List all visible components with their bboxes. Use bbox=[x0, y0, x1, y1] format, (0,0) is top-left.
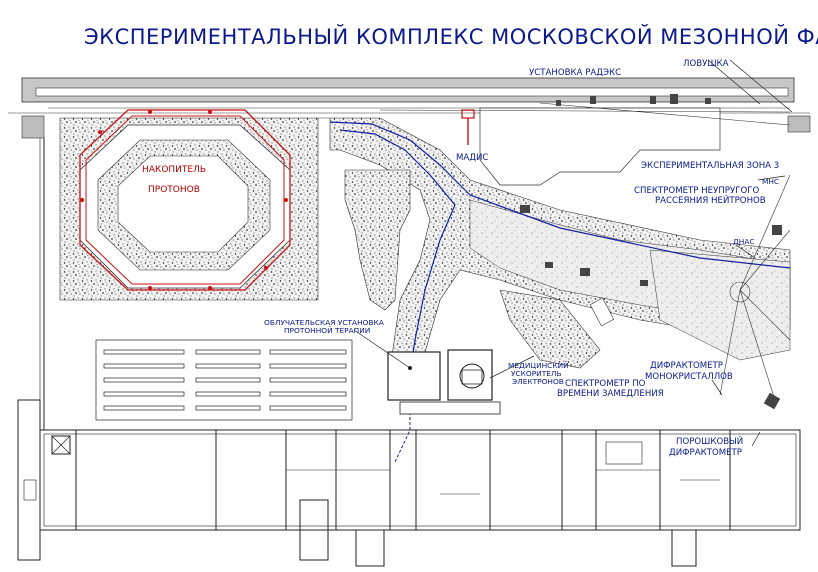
beam-lines bbox=[329, 94, 791, 463]
label-storage-ring-2: ПРОТОНОВ bbox=[148, 185, 200, 195]
label-storage-ring-1: НАКОПИТЕЛЬ bbox=[142, 165, 206, 175]
label-therapy-1: ОБЛУЧАТЕЛЬСКАЯ УСТАНОВКА bbox=[264, 318, 384, 327]
page-title: ЭКСПЕРИМЕНТАЛЬНЫЙ КОМПЛЕКС МОСКОВСКОЙ МЕ… bbox=[84, 24, 818, 49]
label-exp-zone: ЭКСПЕРИМЕНТАЛЬНАЯ ЗОНА 3 bbox=[641, 161, 779, 171]
therapy-block bbox=[387, 349, 501, 415]
label-med-acc-3: ЭЛЕКТРОНОВ bbox=[512, 377, 564, 386]
label-madis: МАДИС bbox=[456, 153, 488, 163]
label-tof-1: СПЕКТРОМЕТР ПО bbox=[565, 379, 646, 389]
label-powder-1: ПОРОШКОВЫЙ bbox=[676, 435, 743, 447]
proton-storage-ring bbox=[79, 109, 291, 291]
label-diffractometer-2: МОНОКРИСТАЛЛОВ bbox=[645, 372, 733, 382]
label-radex: УСТАНОВКА РАДЭКС bbox=[529, 68, 621, 78]
leader-lines bbox=[353, 59, 793, 447]
label-med-acc-1: МЕДИЦИНСКИЙ bbox=[508, 361, 569, 370]
label-tof-2: ВРЕМЕНИ ЗАМЕДЛЕНИЯ bbox=[557, 389, 664, 399]
label-inelastic-1: СПЕКТРОМЕТР НЕУПРУГОГО bbox=[634, 186, 759, 196]
label-med-acc-2: УСКОРИТЕЛЬ bbox=[511, 369, 562, 378]
shielding-areas bbox=[59, 107, 791, 371]
label-trap: ЛОВУШКА bbox=[683, 59, 729, 69]
label-mns: МНС bbox=[762, 177, 779, 186]
lab-desk-rows bbox=[95, 339, 353, 421]
label-inelastic-2: РАССЕЯНИЯ НЕЙТРОНОВ bbox=[655, 194, 766, 206]
lower-building-plan bbox=[17, 138, 801, 567]
label-powder-2: ДИФРАКТОМЕТР bbox=[669, 448, 742, 458]
madis-marker bbox=[461, 109, 475, 145]
label-therapy-2: ПРОТОННОЙ ТЕРАПИИ bbox=[284, 326, 370, 335]
label-dnas: ДНАС bbox=[733, 237, 755, 246]
plan-labels: УСТАНОВКА РАДЭКС ЛОВУШКА НАКОПИТЕЛЬ ПРОТ… bbox=[142, 59, 779, 458]
label-diffractometer-1: ДИФРАКТОМЕТР bbox=[650, 361, 723, 371]
